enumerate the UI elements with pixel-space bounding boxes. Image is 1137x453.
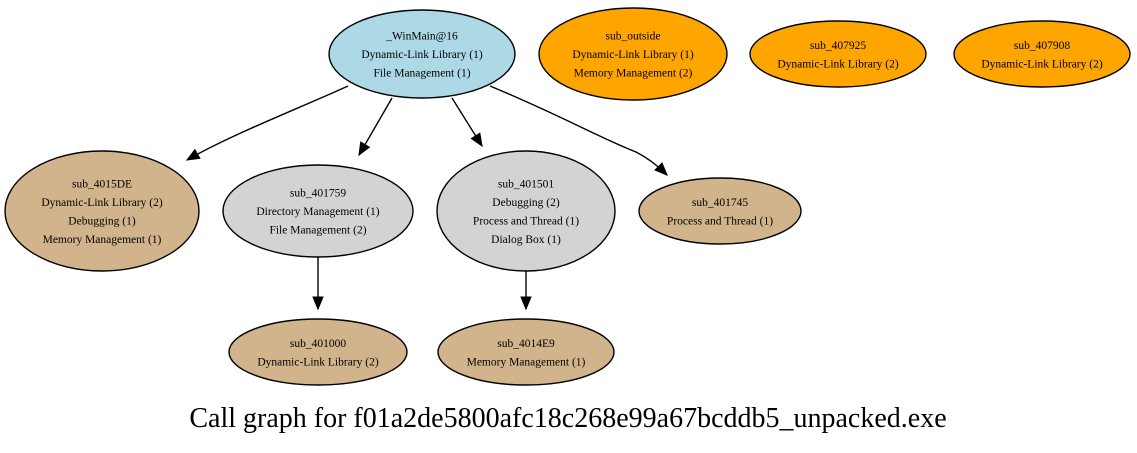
node-ellipse xyxy=(228,318,408,386)
node-ellipse xyxy=(538,7,728,101)
edge-winmain-to-sub_401759 xyxy=(358,97,393,157)
edge-winmain-to-sub_4015DE xyxy=(185,85,349,161)
node-ellipse xyxy=(222,164,414,258)
edge-winmain-to-sub_401501 xyxy=(451,97,483,148)
node-name-label: sub_401000 xyxy=(290,338,346,350)
edge-arrowhead xyxy=(358,141,371,157)
node-ellipse xyxy=(953,20,1131,88)
node-api-label: Memory Management (1) xyxy=(43,234,162,246)
node-name-label: sub_407925 xyxy=(810,40,866,52)
node-api-label: Dynamic-Link Library (1) xyxy=(361,49,483,61)
node-api-label: Memory Management (2) xyxy=(574,68,693,80)
node-name-label: sub_401501 xyxy=(498,178,554,190)
edge-line xyxy=(186,85,349,161)
node-api-label: File Management (1) xyxy=(373,68,470,80)
node-api-label: Process and Thread (1) xyxy=(473,215,579,227)
node-name-label: sub_outside xyxy=(606,31,661,43)
edge-arrowhead xyxy=(520,296,532,311)
node-api-label: Dialog Box (1) xyxy=(491,234,561,246)
node-name-label: sub_4015DE xyxy=(72,178,132,190)
edge-arrowhead xyxy=(185,148,201,161)
node-api-label: Dynamic-Link Library (2) xyxy=(41,197,163,209)
edge-sub_401501-to-sub_4014E9 xyxy=(520,271,532,311)
edge-arrowhead xyxy=(470,132,483,148)
node-api-label: Memory Management (1) xyxy=(467,356,586,368)
edge-sub_401759-to-sub_401000 xyxy=(312,257,324,311)
node-name-label: _WinMain@16 xyxy=(385,31,458,43)
node-api-label: Process and Thread (1) xyxy=(667,215,773,227)
node-name-label: sub_407908 xyxy=(1014,40,1070,52)
node-api-label: Dynamic-Link Library (2) xyxy=(257,356,379,368)
node-api-label: Debugging (2) xyxy=(492,197,560,209)
graph-title: Call graph for f01a2de5800afc18c268e99a6… xyxy=(189,403,946,434)
node-api-label: Directory Management (1) xyxy=(256,206,379,218)
node-ellipse xyxy=(436,150,616,272)
node-ellipse xyxy=(328,9,516,99)
node-ellipse xyxy=(437,318,615,386)
node-ellipse xyxy=(4,150,200,272)
node-api-label: Dynamic-Link Library (2) xyxy=(777,58,899,70)
node-api-label: File Management (2) xyxy=(269,225,366,237)
edges-layer xyxy=(185,85,668,311)
edge-line xyxy=(489,85,668,176)
node-sub_4015DE[interactable]: sub_4015DE Dynamic-Link Library (2) Debugg… xyxy=(4,150,200,272)
node-name-label: sub_4014E9 xyxy=(497,338,555,350)
edge-winmain-to-sub_401745 xyxy=(489,85,668,176)
edge-arrowhead xyxy=(312,296,324,311)
edge-arrowhead xyxy=(654,162,668,176)
node-ellipse xyxy=(638,177,802,245)
node-api-label: Dynamic-Link Library (1) xyxy=(572,49,694,61)
node-api-label: Dynamic-Link Library (2) xyxy=(981,58,1103,70)
node-name-label: sub_401759 xyxy=(290,188,346,200)
node-api-label: Debugging (1) xyxy=(68,215,136,227)
node-ellipse xyxy=(749,20,927,88)
node-name-label: sub_401745 xyxy=(692,197,748,209)
